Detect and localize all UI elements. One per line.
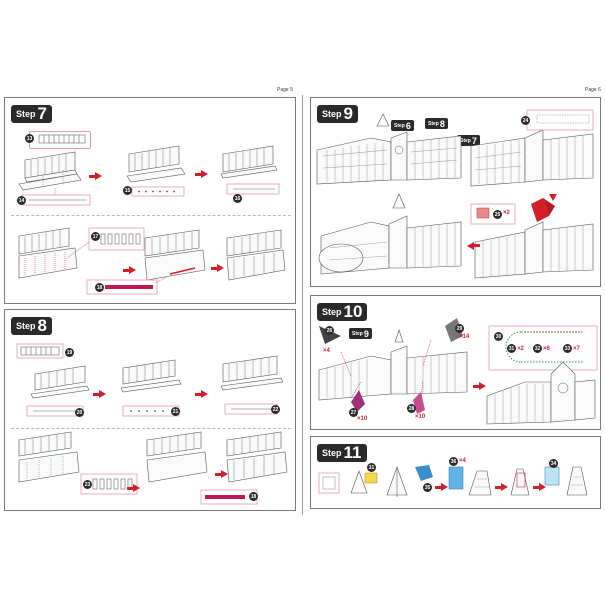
part-32-quantity: ×6	[543, 346, 550, 352]
part-28-quantity: ×10	[415, 414, 426, 420]
arrow-right-icon	[211, 264, 224, 272]
step-7-separator	[11, 215, 291, 216]
arrow-right-icon	[127, 484, 140, 492]
arrow-down-icon	[549, 194, 557, 201]
part-35-badge: 35	[423, 483, 432, 492]
arrow-right-icon	[93, 390, 106, 398]
page-divider	[302, 95, 303, 515]
part-36-badge: 36	[449, 457, 458, 466]
arrow-right-icon	[89, 172, 102, 180]
part-32-badge: 32	[533, 344, 542, 353]
part-29-quantity: ×14	[459, 334, 470, 340]
part-28-badge: 28	[407, 404, 416, 413]
part-31-badge: 31	[507, 344, 516, 353]
part-23-badge: 23	[83, 480, 92, 489]
part-18-badge: 18	[95, 283, 104, 292]
part-31-quantity: ×2	[517, 346, 524, 352]
part-27-badge: 27	[349, 408, 358, 417]
part-18-badge: 18	[249, 492, 258, 501]
step-9-drawings	[316, 109, 594, 279]
part-36-quantity: ×4	[459, 458, 466, 464]
step-8-separator	[11, 428, 291, 429]
step-8-drawings	[16, 343, 288, 505]
part-22-badge: 22	[271, 405, 280, 414]
page-label-right: Page 6	[585, 87, 601, 93]
arrow-right-icon	[533, 483, 546, 491]
part-26-badge: 26	[325, 326, 334, 335]
part-31-badge: 31	[367, 463, 376, 472]
part-20-badge: 20	[75, 408, 84, 417]
part-16-badge: 16	[233, 194, 242, 203]
part-30-badge: 30	[494, 332, 503, 341]
part-25-quantity: ×2	[503, 210, 510, 216]
arrow-left-icon	[467, 242, 474, 250]
part-21-badge: 21	[171, 407, 180, 416]
step-10-drawings	[318, 318, 598, 425]
part-26-quantity: ×4	[323, 348, 330, 354]
arrow-right-icon	[195, 390, 208, 398]
part-13-badge: 13	[25, 134, 34, 143]
part-14-badge: 14	[17, 196, 26, 205]
part-17-badge: 17	[91, 232, 100, 241]
part-34-badge: 34	[549, 459, 558, 468]
part-33-badge: 33	[563, 344, 572, 353]
step-11-drawings	[318, 465, 588, 497]
part-19-badge: 19	[65, 348, 74, 357]
part-24-badge: 24	[521, 116, 530, 125]
arrow-right-icon	[195, 170, 208, 178]
arrow-right-icon	[215, 470, 228, 478]
arrow-right-icon	[123, 266, 136, 274]
page-label-left: Page 5	[277, 87, 293, 93]
part-33-quantity: ×7	[573, 346, 580, 352]
arrow-right-icon	[435, 483, 448, 491]
part-15-badge: 15	[123, 186, 132, 195]
part-27-quantity: ×10	[357, 416, 368, 422]
part-29-badge: 29	[455, 324, 464, 333]
step-7-drawings	[18, 134, 286, 295]
arrow-right-icon	[473, 382, 486, 390]
part-25-badge: 25	[493, 210, 502, 219]
arrow-right-icon	[495, 483, 508, 491]
